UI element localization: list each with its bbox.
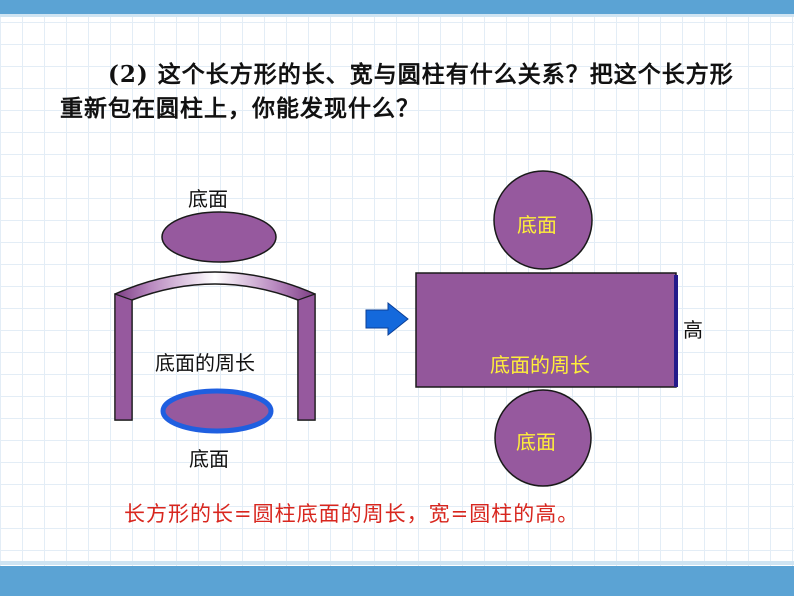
net-top-circle	[493, 170, 593, 270]
cylinder-top-label: 底面	[188, 187, 228, 211]
net-top-circle-label: 底面	[517, 213, 557, 237]
question-text: (2) 这个长方形的长、宽与圆柱有什么关系？把这个长方形重新包在圆柱上，你能发现…	[60, 58, 750, 126]
net-bottom-circle	[494, 389, 592, 487]
question-number: (2)	[108, 61, 149, 88]
cylinder-middle-label: 底面的周长	[155, 351, 255, 375]
top-decor-line	[0, 14, 794, 17]
net-bottom-circle-label: 底面	[516, 430, 556, 454]
bottom-decor-bar	[0, 566, 794, 596]
cylinder-top-base	[161, 211, 277, 263]
net-rect-label: 底面的周长	[490, 353, 590, 377]
cylinder-bottom-label: 底面	[189, 447, 229, 471]
right-arrow-icon	[365, 301, 409, 337]
conclusion-text: 长方形的长=圆柱底面的周长，宽=圆柱的高。	[124, 502, 580, 526]
cylinder-bottom-base	[160, 388, 274, 434]
question-body: 这个长方形的长、宽与圆柱有什么关系？把这个长方形重新包在圆柱上，你能发现什么？	[60, 61, 734, 122]
top-decor-bar	[0, 0, 794, 14]
net-height-label: 高	[683, 318, 703, 342]
cylinder-wall	[114, 271, 316, 421]
bottom-decor-line	[0, 561, 794, 565]
net-rectangle	[415, 272, 677, 388]
